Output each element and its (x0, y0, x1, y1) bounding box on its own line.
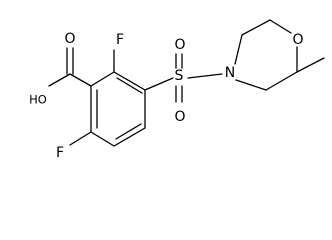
sulfonyl-oxygen-top-label: O (174, 37, 185, 53)
chemical-structure-diagram: O HO F F S O O N O (29, 19, 325, 161)
bond-ring-to-sulfur (144, 77, 174, 91)
bond-nitrogen-to-c-upper (234, 34, 243, 65)
bond-ring-to-carboxyl-carbon (69, 73, 92, 87)
bond-c-methyl-to-c-lower (265, 71, 298, 91)
sulfonyl-group: S O O (144, 37, 223, 125)
hydroxyl-label: HO (29, 93, 47, 107)
bond-c-lower-to-nitrogen (235, 79, 267, 91)
morpholine-oxygen-label: O (292, 32, 303, 48)
ring-bond-c2-c3 (113, 71, 146, 91)
ring-bond-c5-c6 (90, 131, 115, 147)
bond-c-upper-to-c-top (241, 19, 271, 36)
bond-sulfur-to-nitrogen (187, 73, 223, 79)
bond-carboxyl-carbon-to-hydroxyl (48, 73, 71, 87)
ring-bond-c4-c5 (113, 127, 146, 147)
sulfur-label: S (175, 68, 184, 84)
ring-bond-c4-c5-inner (115, 123, 142, 140)
bond-ring-to-fluorine-bottom (69, 131, 92, 146)
fluorine-bottom-label: F (56, 145, 64, 161)
fluorine-substituents: F F (56, 32, 124, 161)
carboxyl-oxygen-label: O (64, 31, 75, 47)
sulfonyl-oxygen-bottom-label: O (174, 109, 185, 125)
benzene-ring (90, 71, 146, 147)
bond-c-top-to-oxygen (269, 19, 292, 34)
morpholine-ring: N O (225, 19, 304, 91)
fluorine-top-label: F (116, 32, 124, 48)
ring-bond-c1-c2 (90, 71, 115, 87)
methyl-substituent (296, 57, 325, 73)
carboxylic-acid-group: O HO (29, 31, 92, 107)
morpholine-nitrogen-label: N (225, 65, 235, 81)
bond-c-methyl-to-methyl (296, 57, 325, 73)
ring-bond-c2-c3-inner (116, 77, 143, 94)
